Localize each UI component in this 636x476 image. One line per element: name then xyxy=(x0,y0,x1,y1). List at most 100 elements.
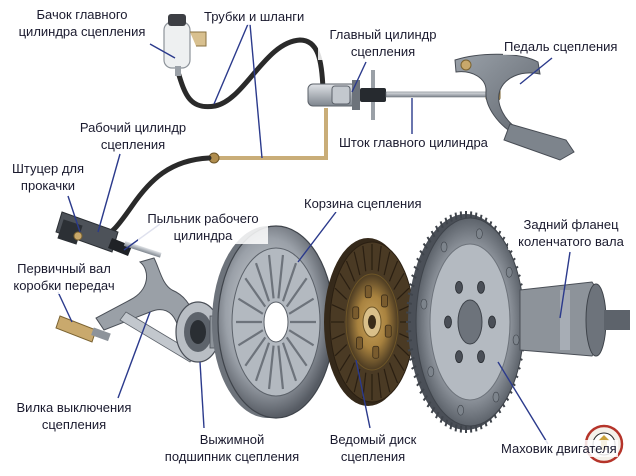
diaphragm-spring xyxy=(236,254,316,390)
diaphragm-finger xyxy=(254,342,271,382)
label-master-rod-text: Шток главного цилиндра xyxy=(339,135,488,150)
metal-tube xyxy=(212,108,328,160)
ring-gear-tooth xyxy=(413,373,419,379)
label-slave-boot: Пыльник рабочего цилиндра xyxy=(138,210,268,244)
flywheel-hole xyxy=(457,404,464,416)
ring-gear-tooth xyxy=(422,242,428,250)
diaphragm-finger xyxy=(267,345,275,390)
label-basket-text: Корзина сцепления xyxy=(304,196,422,211)
pointer-bleeder xyxy=(67,195,81,233)
label-rear-flange: Задний фланец коленчатого вала xyxy=(508,216,634,250)
diaphragm-finger xyxy=(237,297,264,315)
flywheel-hole xyxy=(476,228,483,240)
ring-gear-tooth xyxy=(435,225,440,233)
master-cylinder xyxy=(307,70,386,120)
flywheel-hole xyxy=(512,334,520,346)
diaphragm-finger xyxy=(288,297,315,315)
friction-groove xyxy=(353,251,361,276)
label-input-shaft: Первичный вал коробки передач xyxy=(2,260,126,294)
ring-gear-tooth xyxy=(444,217,449,225)
pointer-flywheel xyxy=(497,361,549,445)
label-reservoir: Бачок главного цилиндра сцепления xyxy=(6,6,158,40)
label-master-rod: Шток главного цилиндра xyxy=(338,134,489,151)
label-driven-disc-line2: сцепления xyxy=(340,449,406,464)
ring-gear-tooth xyxy=(406,339,413,343)
friction-groove xyxy=(396,344,410,357)
ring-gear-tooth xyxy=(407,347,414,352)
friction-groove xyxy=(383,368,391,393)
flywheel-hole xyxy=(492,391,500,403)
pointer-tubes-1 xyxy=(213,23,249,105)
label-master-cylinder: Главный цилиндр сцепления xyxy=(318,26,448,60)
pointer-rear-flange xyxy=(559,251,571,319)
bleeder-valve xyxy=(73,231,83,241)
ring-gear-tooth xyxy=(435,411,440,419)
diaphragm-finger xyxy=(285,336,308,367)
pointer-basket xyxy=(297,211,337,263)
label-input-shaft-line1: Первичный вал xyxy=(17,261,111,276)
friction-groove xyxy=(334,287,348,300)
ring-gear-tooth xyxy=(409,356,415,361)
label-tubes: Трубки и шланги xyxy=(203,8,306,25)
ring-gear-tooth xyxy=(454,424,458,432)
label-flywheel-text: Маховик двигателя xyxy=(501,441,617,456)
label-flywheel: Маховик двигателя xyxy=(500,440,618,457)
diaphragm-finger xyxy=(267,254,275,299)
label-release-fork-line1: Вилка выключения xyxy=(16,400,132,415)
pointer-slave-cylinder xyxy=(97,153,121,233)
ring-gear-tooth xyxy=(454,212,458,220)
label-bleeder-line1: Штуцер для xyxy=(11,161,85,176)
label-driven-disc: Ведомый диск сцепления xyxy=(316,431,430,465)
diaphragm-finger xyxy=(244,277,267,308)
friction-groove xyxy=(339,273,351,290)
ring-gear-tooth xyxy=(416,380,422,387)
clutch-basket xyxy=(212,225,335,419)
ring-gear-tooth xyxy=(409,283,415,288)
clutch-pedal xyxy=(454,53,575,161)
label-tubes-text: Трубки и шланги xyxy=(204,9,305,24)
label-bleeder: Штуцер для прокачки xyxy=(2,160,94,194)
pointer-master-cylinder xyxy=(351,61,367,93)
friction-groove xyxy=(339,354,351,371)
label-master-cylinder-line2: сцепления xyxy=(350,44,416,59)
ring-gear-tooth xyxy=(422,394,428,402)
flywheel-hole xyxy=(505,266,513,278)
ring-gear-tooth xyxy=(406,330,412,333)
friction-groove xyxy=(331,333,345,340)
label-bleeder-line2: прокачки xyxy=(20,178,76,193)
label-rear-flange-line2: коленчатого вала xyxy=(518,234,624,249)
flywheel-bolt xyxy=(455,280,463,294)
damper-spring xyxy=(384,324,392,338)
damper-springs xyxy=(352,285,392,359)
diaphragm-finger xyxy=(277,345,285,390)
ring-gear-tooth xyxy=(407,292,414,297)
label-driven-disc-line1: Ведомый диск xyxy=(329,432,417,447)
damper-spring xyxy=(372,345,380,359)
reservoir xyxy=(163,14,207,76)
label-pedal-text: Педаль сцепления xyxy=(504,39,618,54)
diaphragm-finger xyxy=(281,262,298,302)
ring-gear-tooth xyxy=(426,401,432,408)
friction-groove xyxy=(377,372,382,399)
friction-groove xyxy=(383,251,391,276)
flywheel-bolt xyxy=(488,315,496,329)
label-release-bearing: Выжимной подшипник сцепления xyxy=(158,431,306,465)
label-rear-flange-line1: Задний фланец xyxy=(523,217,619,232)
master-push-rod xyxy=(385,87,501,101)
reservoir-hose xyxy=(175,37,326,110)
label-slave-cylinder: Рабочий цилиндр сцепления xyxy=(70,119,196,153)
flywheel-hole xyxy=(440,241,448,253)
friction-groove xyxy=(388,260,399,282)
label-reservoir-line1: Бачок главного xyxy=(36,7,128,22)
pointer-tubes-2 xyxy=(249,23,263,159)
ring-gear-tooth xyxy=(406,311,412,314)
damper-spring xyxy=(364,285,372,299)
pointer-lines xyxy=(57,23,571,445)
damper-spring xyxy=(381,294,388,308)
slave-cylinder xyxy=(55,211,162,258)
label-input-shaft-line2: коробки передач xyxy=(13,278,115,293)
flywheel-bolts xyxy=(420,228,520,416)
ring-gear-tooth xyxy=(439,415,444,423)
friction-groove xyxy=(345,260,356,282)
